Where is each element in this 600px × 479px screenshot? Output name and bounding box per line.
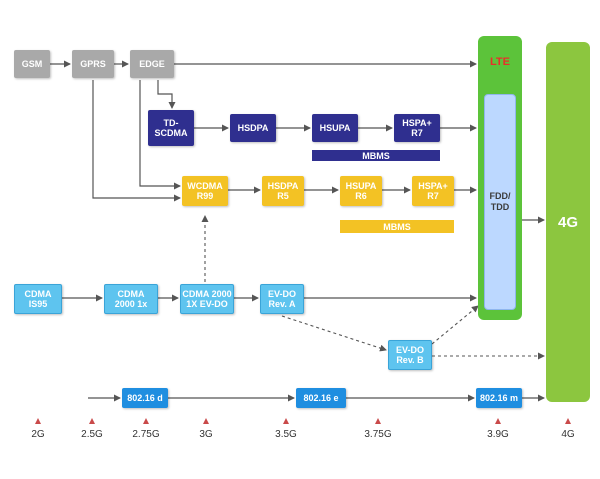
generation-label: 3.5G <box>275 429 297 440</box>
generation-label: 2.75G <box>132 429 160 440</box>
dashed-reva-revb <box>281 315 387 352</box>
mbms-bar-td: MBMS <box>312 150 440 161</box>
node-hsupa-td: HSUPA <box>312 114 358 142</box>
generation-label: 3.9G <box>487 429 509 440</box>
triangle-marker-icon <box>283 418 289 424</box>
generation-label: 3G <box>199 429 213 440</box>
triangle-marker-icon <box>89 418 95 424</box>
generation-marker: 3.75G <box>358 418 398 440</box>
fdd-tdd-box: FDD/ TDD <box>484 94 516 310</box>
node-hsdpa-r5: HSDPA R5 <box>262 176 304 206</box>
node-td-scdma: TD- SCDMA <box>148 110 194 146</box>
mbms-bar: MBMS <box>340 220 454 233</box>
triangle-marker-icon <box>35 418 41 424</box>
triangle-marker-icon <box>375 418 381 424</box>
generation-label: 2G <box>31 429 45 440</box>
triangle-marker-icon <box>143 418 149 424</box>
node-wimax-d: 802.16 d <box>122 388 168 408</box>
node-evdo-rev-a: EV-DO Rev. A <box>260 284 304 314</box>
node-hsdpa-td: HSDPA <box>230 114 276 142</box>
generation-label: 4G <box>561 429 575 440</box>
generation-label: 3.75G <box>364 429 392 440</box>
node-evdo-rev-b: EV-DO Rev. B <box>388 340 432 370</box>
generation-marker: 2.5G <box>72 418 112 440</box>
node-wimax-e: 802.16 e <box>296 388 346 408</box>
triangle-marker-icon <box>495 418 501 424</box>
generation-marker: 3.5G <box>266 418 306 440</box>
generation-marker: 3.9G <box>478 418 518 440</box>
node-wcdma: WCDMA R99 <box>182 176 228 206</box>
node-cdma-is95: CDMA IS95 <box>14 284 62 314</box>
generation-label: 2.5G <box>81 429 103 440</box>
triangle-marker-icon <box>203 418 209 424</box>
generation-marker: 4G <box>548 418 588 440</box>
node-cdma2000-evdo: CDMA 2000 1X EV-DO <box>180 284 234 314</box>
node-edge: EDGE <box>130 50 174 78</box>
node-wimax-m: 802.16 m <box>476 388 522 408</box>
arrow-edge-wcdma <box>139 80 181 190</box>
4g-column: 4G <box>546 42 590 402</box>
dashed-revb-lte <box>431 305 479 345</box>
arrow-edge-td-scdma <box>157 80 176 109</box>
node-hspa-plus-r7-td: HSPA+ R7 <box>394 114 440 142</box>
node-hsupa-r6: HSUPA R6 <box>340 176 382 206</box>
node-gsm: GSM <box>14 50 50 78</box>
triangle-marker-icon <box>565 418 571 424</box>
arrow-gprs-wcdma <box>92 80 181 202</box>
generation-marker: 3G <box>186 418 226 440</box>
lte-label: LTE <box>490 56 510 68</box>
generation-marker: 2G <box>18 418 58 440</box>
node-gprs: GPRS <box>72 50 114 78</box>
node-hspa-plus-r7: HSPA+ R7 <box>412 176 454 206</box>
generation-marker: 2.75G <box>126 418 166 440</box>
node-cdma2000-1x: CDMA 2000 1x <box>104 284 158 314</box>
